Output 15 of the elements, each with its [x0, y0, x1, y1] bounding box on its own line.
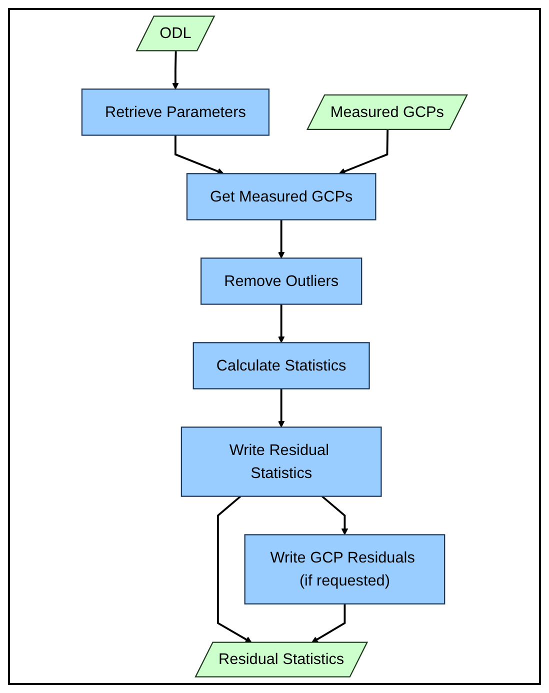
- arrow: [172, 51, 179, 90]
- arrow: [174, 135, 224, 175]
- node-box: Write Residual Statistics: [180, 426, 382, 497]
- node-box: Retrieve Parameters: [81, 88, 270, 136]
- arrow: [278, 220, 285, 258]
- arrow: [311, 604, 346, 643]
- arrow: [321, 496, 348, 536]
- node-box: Get Measured GCPs: [186, 173, 376, 220]
- node-box: Write GCP Residuals (if requested): [244, 534, 446, 604]
- node-box: Remove Outliers: [200, 258, 362, 305]
- arrow: [338, 130, 389, 175]
- node-box: Calculate Statistics: [192, 342, 370, 390]
- arrow: [216, 496, 252, 643]
- arrow: [278, 388, 285, 428]
- arrow: [278, 304, 285, 343]
